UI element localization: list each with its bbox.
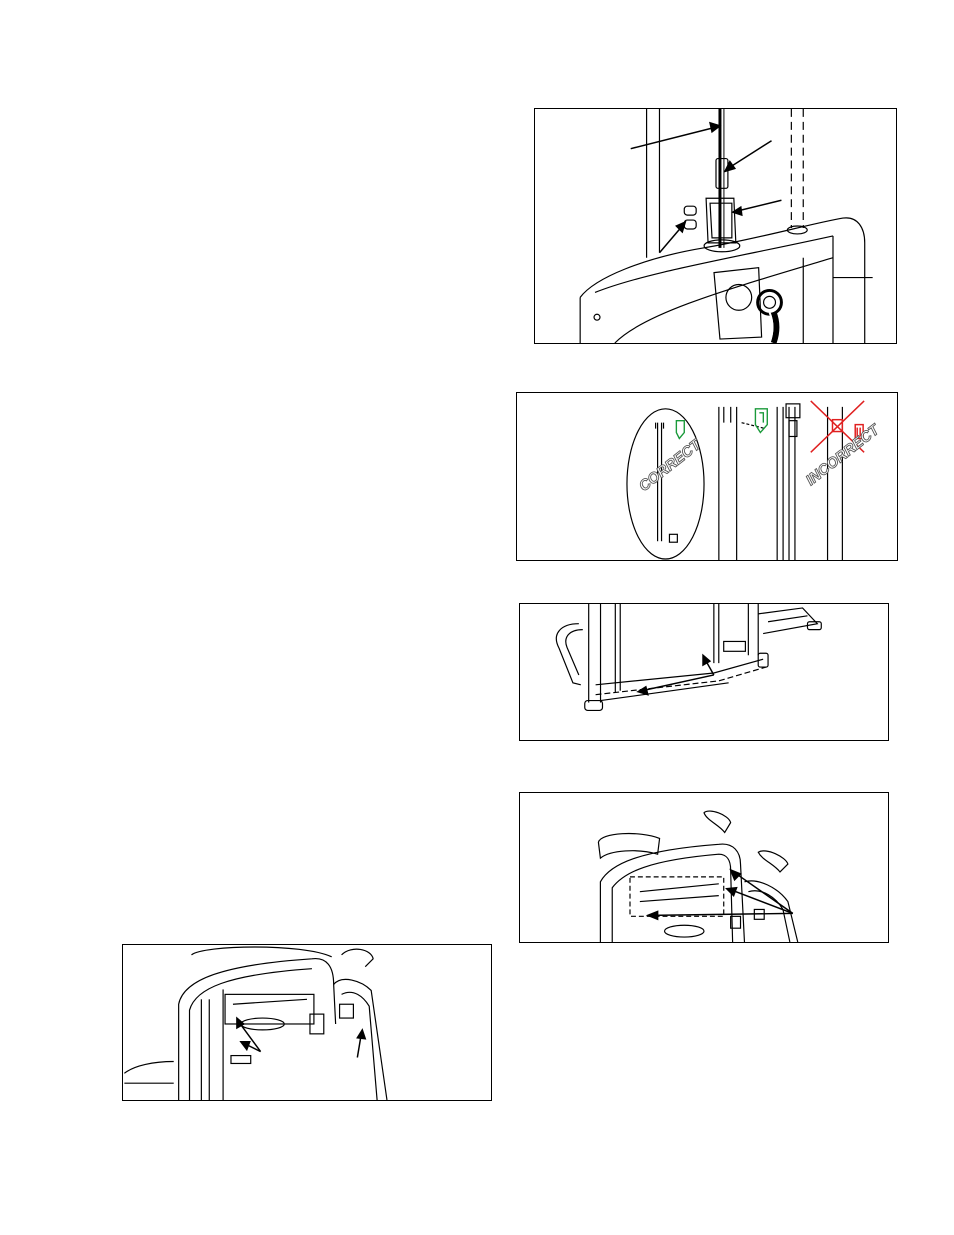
figure-front-frame	[122, 944, 492, 1101]
cable-top-assembly-illustration	[579, 109, 873, 343]
rear-frame-illustration	[597, 810, 799, 942]
correct-label: CORRECT	[636, 436, 705, 495]
incorrect-label: INCORRECT	[803, 421, 884, 489]
incorrect-x-icon	[810, 400, 865, 453]
figure-rear-frame	[519, 792, 889, 943]
correct-clip-icon	[675, 408, 768, 440]
figure-cable-top-assembly	[534, 108, 897, 344]
base-frame-illustration	[555, 604, 822, 712]
front-frame-illustration	[123, 946, 388, 1100]
cable-orientation-illustration: CORRECT INCORRECT	[626, 400, 885, 560]
figure-base-frame	[519, 603, 889, 741]
figure-cable-orientation: CORRECT INCORRECT	[516, 392, 898, 561]
